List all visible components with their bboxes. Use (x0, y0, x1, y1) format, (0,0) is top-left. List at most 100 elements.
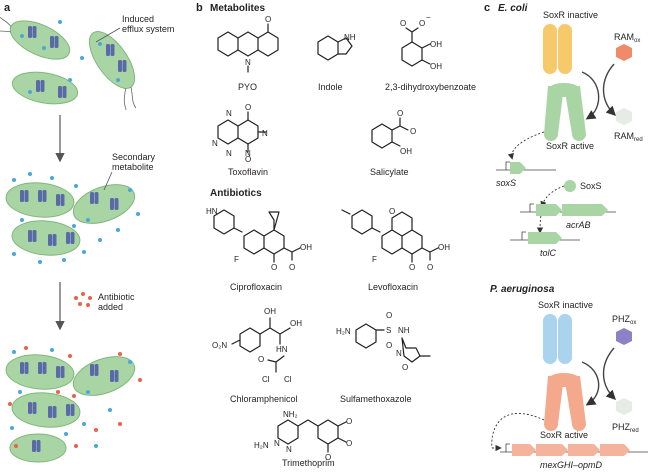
ram-ox-sub: ox (634, 38, 640, 44)
phz-ox-label: PHZox (612, 314, 636, 326)
panel-b: b Metabolites O N PYO NH Indole O O − (196, 2, 476, 468)
structure-salicylate: O O OH Salicylate (370, 109, 416, 177)
atom-o: O (402, 363, 408, 372)
ram-ox-text: RAM (614, 32, 634, 42)
soxr-active-ecoli (544, 83, 586, 141)
efflux-label: Induced efflux system (122, 14, 174, 34)
stage-1-cells: Induced efflux system (0, 12, 174, 111)
soxs-gene-label: soxS (496, 178, 516, 188)
ecoli-active-label: SoxR active (546, 141, 594, 151)
label-levofloxacin: Levofloxacin (368, 282, 418, 292)
structure-pyo: O N PYO (217, 15, 279, 92)
atom-o: O (325, 453, 331, 462)
antibiotic-dots (8, 346, 142, 448)
atom-n: N (286, 445, 292, 454)
metabolite-dots (12, 172, 140, 264)
atom-n: N (262, 129, 268, 138)
induction-path-pa (491, 413, 545, 449)
panel-a-letter: a (4, 2, 11, 14)
phz-red-sub: red (630, 428, 639, 434)
atom-o: O (346, 417, 352, 426)
soxs-protein-label: SoxS (580, 181, 602, 191)
soxr-inactive-pa (543, 314, 572, 364)
atom-o: O (409, 263, 415, 272)
label-chloramphenicol: Chloramphenicol (230, 394, 298, 404)
phz-red-label: PHZred (612, 422, 639, 434)
phz-ox-sub: ox (630, 320, 636, 326)
atom-o: O (245, 103, 251, 112)
atom-f: F (372, 255, 377, 264)
paeru-heading: P. aeruginosa (490, 284, 555, 295)
efflux-label-line2: efflux system (122, 24, 174, 34)
phz-red-text: PHZ (612, 422, 631, 432)
antibiotics-heading: Antibiotics (210, 188, 262, 199)
atom-n: N (274, 439, 280, 448)
atom-o-minus: O (419, 19, 425, 28)
metabolite-dots (10, 348, 132, 448)
bacterium (88, 31, 137, 111)
secondary-label: Secondary metabolite (112, 152, 158, 172)
gene-soxs (496, 161, 556, 174)
ram-red-text: RAM (614, 131, 634, 141)
structure-toxoflavin: O N N N N N O Toxoflavin (212, 103, 268, 177)
structure-ciprofloxacin: HN O OH O F Ciprofloxacin (206, 207, 312, 292)
reduction-arrow (602, 63, 616, 116)
activation-arrow (581, 71, 600, 120)
ram-red-hex (616, 108, 632, 125)
gene-mexghi-opmd (500, 443, 648, 456)
panel-c: c E. coli SoxR inactive RAMox SoxR activ… (484, 2, 648, 470)
label-ciprofloxacin: Ciprofloxacin (230, 282, 282, 292)
atom-s: S (386, 326, 391, 335)
tolc-label: tolC (540, 248, 557, 258)
label-toxoflavin: Toxoflavin (228, 167, 268, 177)
soxr-inactive-ecoli (543, 24, 572, 74)
atom-cl: Cl (262, 375, 270, 384)
atom-o: O (346, 439, 352, 448)
stage-2-cells: Secondary metabolite (5, 152, 158, 264)
atom-o: O (265, 15, 271, 24)
atom-oh: OH (430, 40, 442, 49)
atom-hn: HN (206, 207, 218, 216)
antibiotic-label-line1: Antibiotic (98, 292, 135, 302)
bacterium (11, 71, 79, 105)
panel-b-letter: b (196, 2, 203, 14)
atom-o: O (386, 341, 392, 350)
charge-minus: − (426, 13, 431, 22)
atom-o: O (427, 263, 433, 272)
phz-ox-text: PHZ (612, 314, 631, 324)
atom-f: F (234, 255, 239, 264)
atom-oh: OH (264, 307, 276, 316)
ecoli-inactive-label: SoxR inactive (543, 10, 598, 20)
atom-oh: OH (290, 319, 302, 328)
atom-n: N (396, 349, 402, 358)
gene-acrab (520, 203, 616, 216)
soxs-protein (564, 180, 576, 192)
structure-dhb: O O − OH OH 2,3-dihydroxybenzoate (385, 13, 476, 92)
atom-hn: HN (276, 345, 288, 354)
atom-n: N (212, 139, 218, 148)
label-pyo: PYO (238, 82, 257, 92)
atom-o: O (271, 263, 277, 272)
activation-arrow (581, 361, 600, 406)
induction-arrow-acrab (540, 185, 565, 208)
atom-o: O (289, 263, 295, 272)
phz-red-hex (616, 398, 632, 415)
secondary-label-line2: metabolite (112, 162, 154, 172)
atom-o: O (245, 155, 251, 164)
paeru-active-label: SoxR active (540, 430, 588, 440)
mexghi-label: mexGHI–opmD (540, 460, 603, 470)
antibiotic-label-line2: added (98, 302, 123, 312)
soxr-active-pa (544, 373, 586, 431)
bacterium (72, 356, 136, 396)
antibiotic-add-legend (74, 292, 92, 307)
paeru-inactive-label: SoxR inactive (538, 300, 593, 310)
label-trimethoprim: Trimethoprim (282, 458, 335, 468)
label-dhb: 2,3-dihydroxybenzoate (385, 82, 476, 92)
atom-n: N (226, 149, 232, 158)
atom-h2n: H₂N (254, 441, 269, 450)
structure-indole: NH Indole (317, 33, 356, 92)
bacterium (0, 12, 71, 60)
atom-o: O (397, 109, 403, 118)
bacterium (11, 392, 81, 428)
